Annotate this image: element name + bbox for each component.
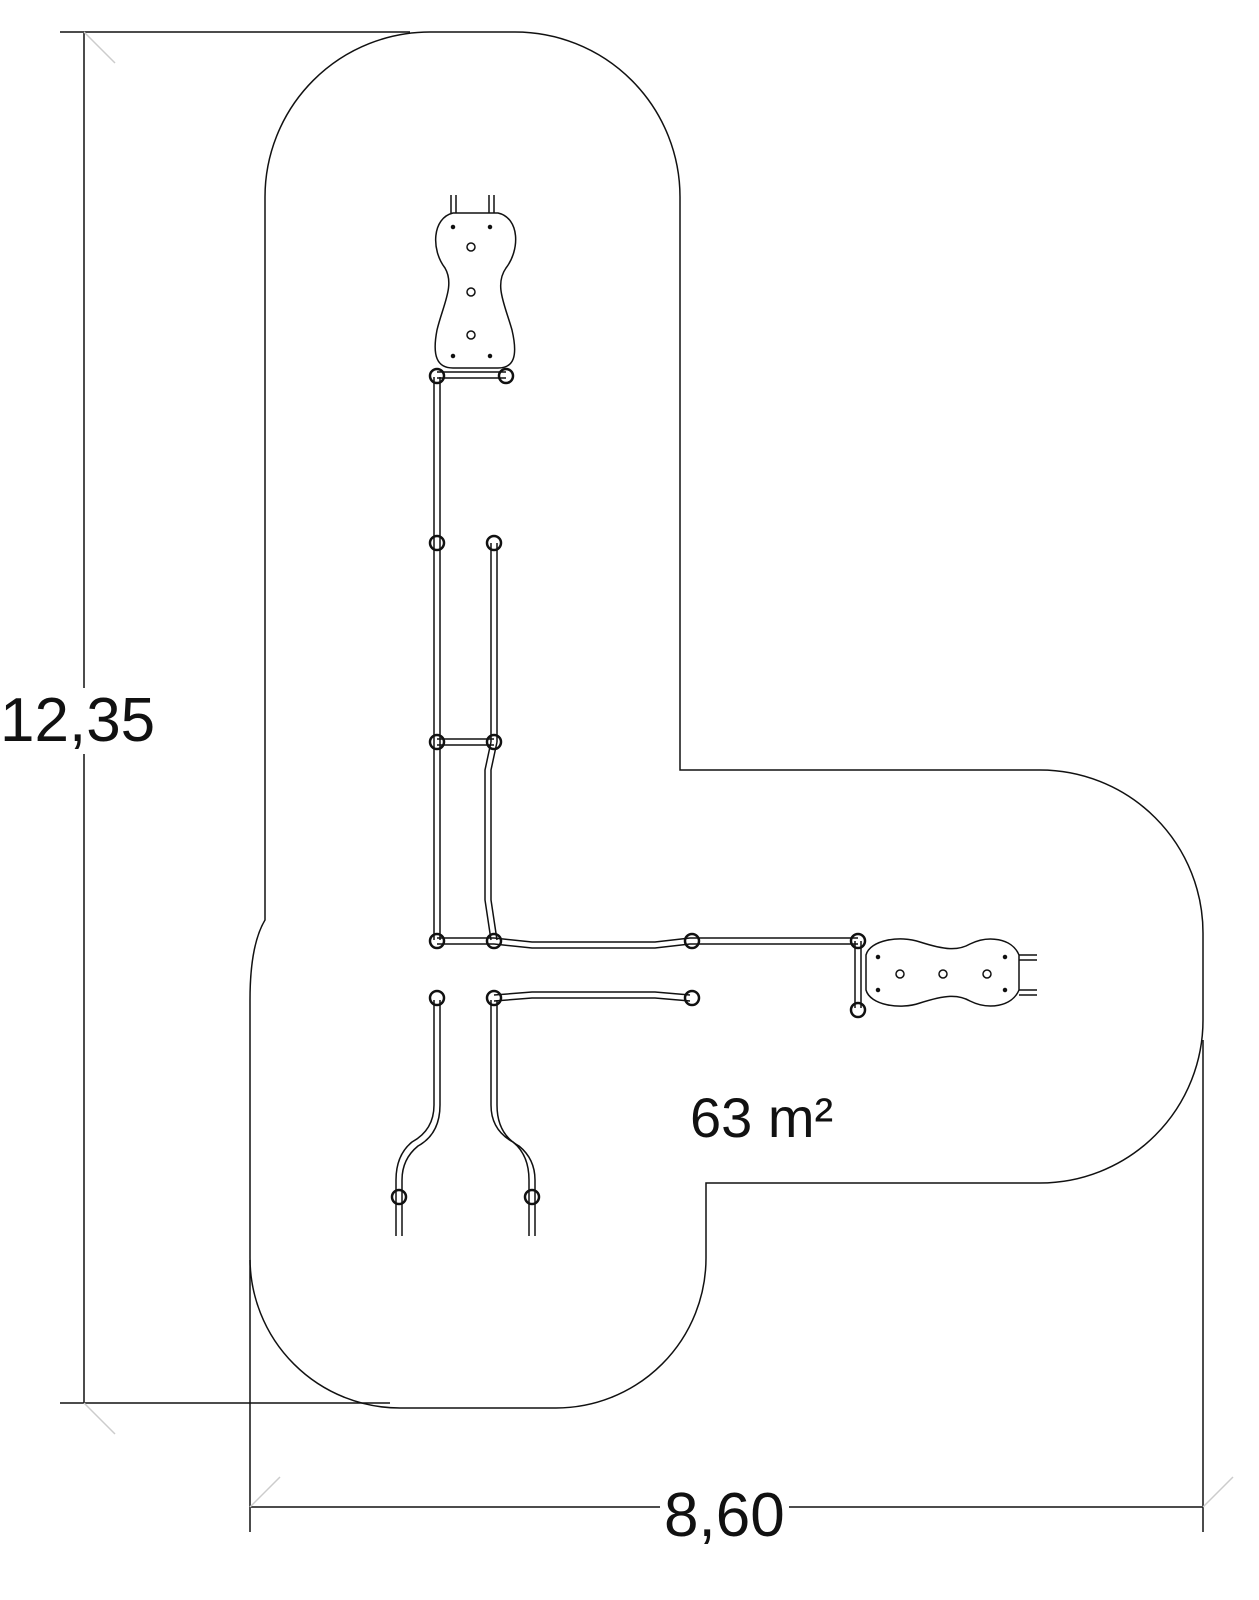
joint [428, 989, 446, 1007]
joint [485, 733, 503, 751]
joints [390, 367, 867, 1206]
area-label: 63 m² [690, 1086, 834, 1149]
safety-area-outline [249, 31, 1204, 1409]
joint [683, 989, 701, 1007]
joint [485, 932, 503, 950]
joint [428, 733, 446, 751]
width-dimension-label: 8,60 [660, 1485, 789, 1547]
joint [428, 534, 446, 552]
joint [428, 367, 446, 385]
tube-frame [395, 371, 862, 1236]
joint [428, 932, 446, 950]
joint [523, 1188, 541, 1206]
height-dimension-label: 12,35 [0, 686, 156, 755]
joint [849, 932, 867, 950]
joint [390, 1188, 408, 1206]
seat-panel-right [865, 938, 1037, 1007]
joint [497, 367, 515, 385]
joint [485, 534, 503, 552]
seat-panel-top [434, 195, 517, 369]
joint [683, 932, 701, 950]
joint [485, 989, 503, 1007]
joint [849, 1001, 867, 1019]
